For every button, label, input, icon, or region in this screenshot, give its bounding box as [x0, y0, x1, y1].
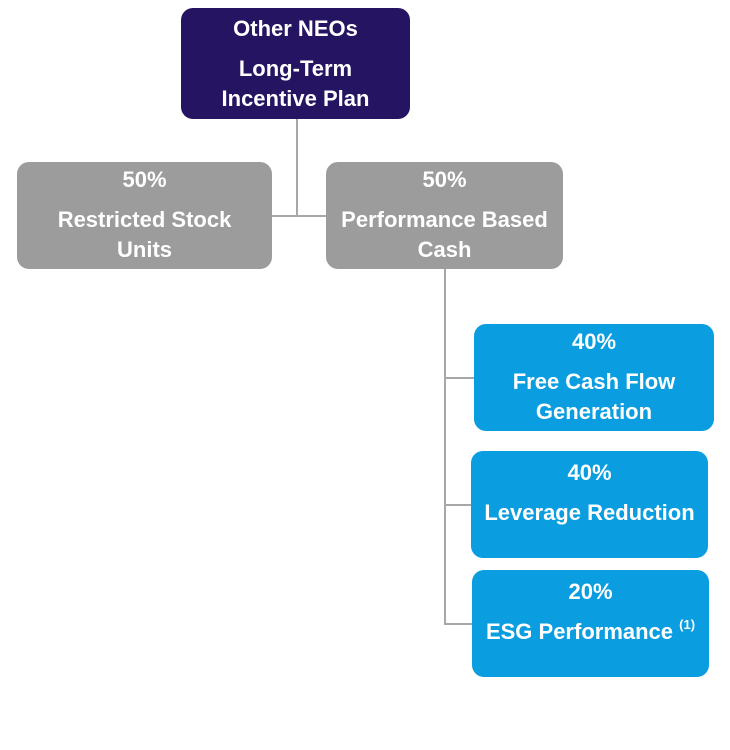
fcf-percentage: 40%	[571, 328, 617, 354]
fcf-label-line1: Free Cash Flow	[512, 368, 676, 394]
fcf-label-line2: Generation	[535, 398, 653, 424]
root-subtitle-line1: Long-Term	[238, 55, 353, 81]
esg-label-text: ESG Performance	[485, 618, 674, 644]
root-subtitle: Long-Term Incentive Plan	[222, 54, 370, 114]
rsu-percentage: 50%	[122, 166, 167, 192]
node-restricted-stock-units: 50% Restricted Stock Units	[17, 162, 272, 269]
leverage-label: Leverage Reduction	[484, 499, 695, 525]
pbc-label: Performance Based Cash	[341, 205, 548, 265]
root-subtitle-line2: Incentive Plan	[221, 85, 370, 111]
esg-percentage: 20%	[568, 578, 613, 604]
root-node-ltip: Other NEOs Long-Term Incentive Plan	[181, 8, 410, 119]
connector-cash-vertical	[444, 268, 446, 624]
pbc-label-line1: Performance Based	[341, 206, 548, 232]
connector-level1-horizontal	[271, 215, 327, 217]
connector-leverage-branch	[444, 504, 472, 506]
leverage-percentage: 40%	[567, 459, 612, 485]
esg-footnote-marker: (1)	[679, 616, 696, 632]
rsu-label-line1: Restricted Stock	[57, 206, 232, 232]
rsu-label: Restricted Stock Units	[58, 205, 232, 265]
fcf-label: Free Cash Flow Generation	[513, 367, 676, 427]
pbc-label-line2: Cash	[417, 236, 472, 262]
node-leverage-reduction: 40% Leverage Reduction	[471, 451, 708, 558]
pbc-percentage: 50%	[422, 166, 467, 192]
node-esg-performance: 20% ESG Performance (1)	[472, 570, 709, 677]
esg-label: ESG Performance (1)	[486, 617, 695, 647]
connector-root-vertical	[296, 119, 298, 216]
node-performance-based-cash: 50% Performance Based Cash	[326, 162, 563, 269]
node-free-cash-flow-generation: 40% Free Cash Flow Generation	[474, 324, 714, 431]
connector-fcf-branch	[444, 377, 474, 379]
connector-esg-branch	[444, 623, 472, 625]
root-title: Other NEOs	[233, 15, 358, 41]
rsu-label-line2: Units	[117, 236, 172, 262]
